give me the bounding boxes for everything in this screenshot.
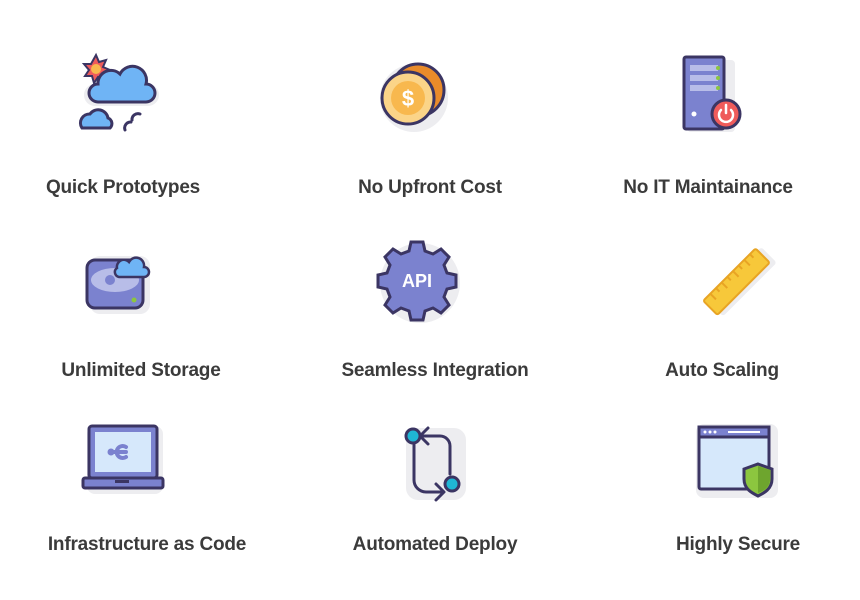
coin-dollar-icon: $ xyxy=(380,62,448,132)
feature-label-unlimited-storage: Unlimited Storage xyxy=(61,360,221,381)
feature-label-quick-prototypes: Quick Prototypes xyxy=(45,177,201,198)
feature-label-seamless-integration: Seamless Integration xyxy=(341,360,529,381)
ruler-icon xyxy=(703,248,776,316)
server-power-icon xyxy=(682,55,742,132)
feature-label-no-it-maintainance: No IT Maintainance xyxy=(623,177,793,198)
browser-shield-icon xyxy=(696,424,778,498)
laptop-wrench-icon xyxy=(81,424,165,494)
feature-label-highly-secure: Highly Secure xyxy=(675,534,801,555)
feature-label-automated-deploy: Automated Deploy xyxy=(352,534,518,555)
feature-label-auto-scaling: Auto Scaling xyxy=(665,360,779,381)
deploy-cycle-icon xyxy=(404,426,466,502)
feature-label-no-upfront-cost: No Upfront Cost xyxy=(358,177,502,198)
feature-label-infrastructure-as-code: Infrastructure as Code xyxy=(47,534,247,555)
coin-symbol: $ xyxy=(402,86,414,111)
cloud-storage-drive-icon xyxy=(85,256,151,314)
api-gear-icon: API xyxy=(376,240,460,323)
api-gear-text: API xyxy=(402,271,432,291)
cloud-sun-icon xyxy=(78,52,159,132)
